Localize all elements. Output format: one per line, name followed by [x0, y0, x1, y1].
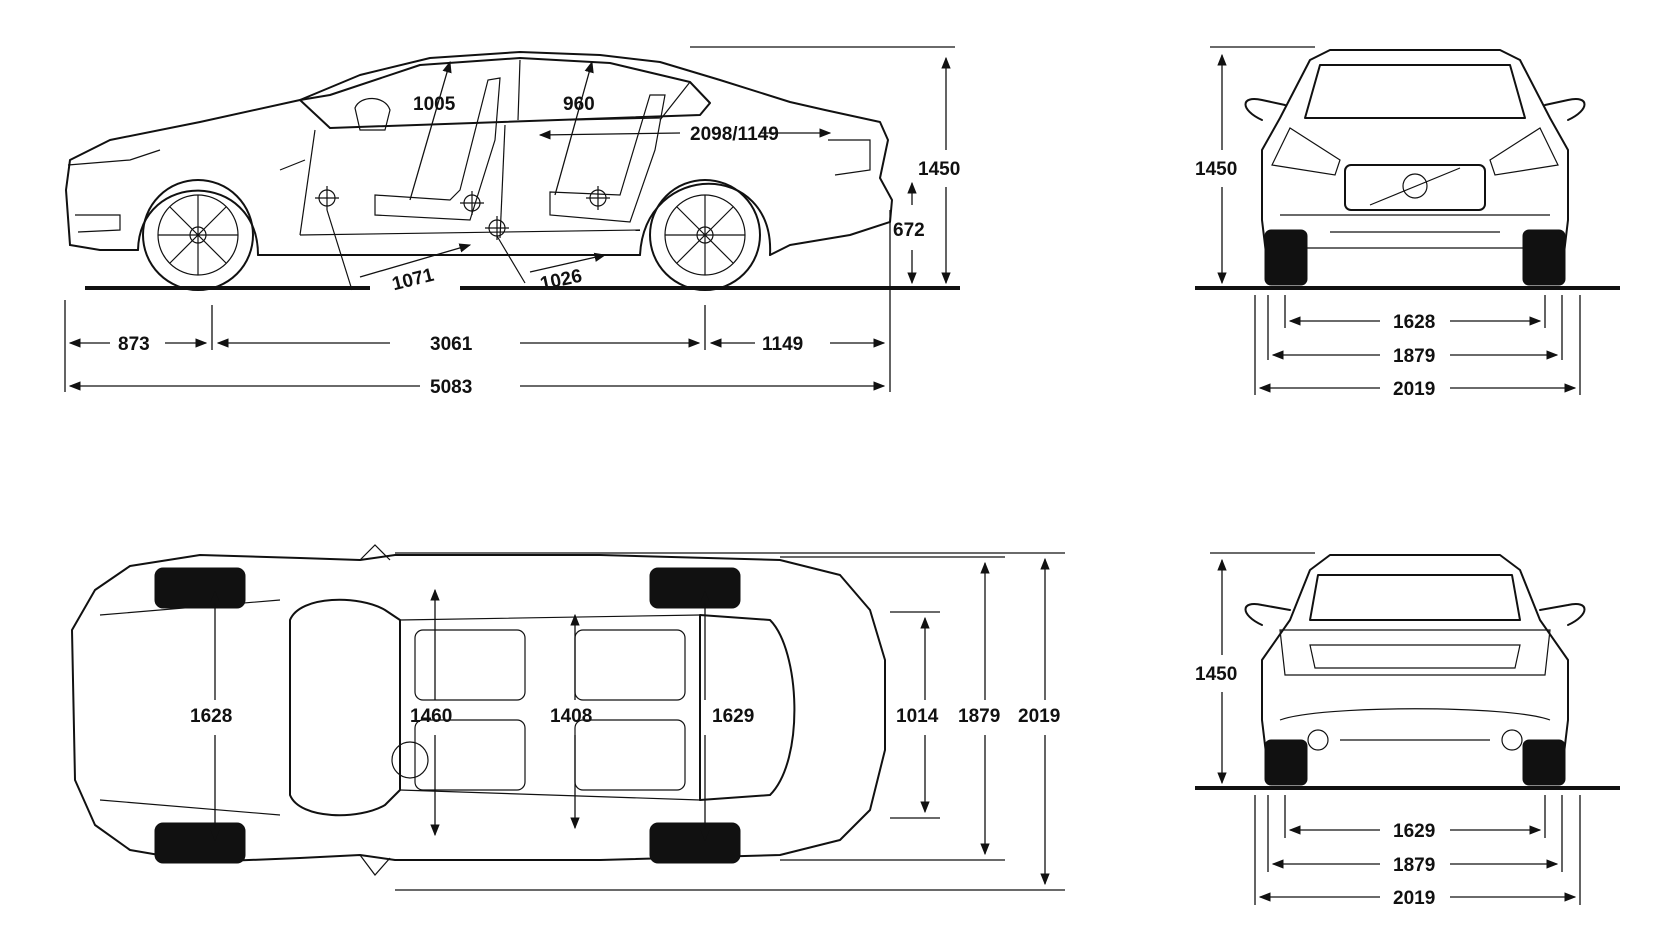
rear-dim-height: 1450 — [1195, 664, 1237, 685]
front-dim-width-mirrors: 2019 — [1393, 379, 1435, 400]
top-rear-right-tyre — [649, 822, 741, 864]
rear-right-tyre — [1522, 739, 1566, 786]
side-car-outline — [65, 51, 893, 256]
front-dim-track: 1628 — [1393, 312, 1435, 333]
exhaust-left — [1307, 729, 1329, 751]
dim-head-front: 1005 — [413, 94, 456, 115]
top-seats — [391, 629, 686, 791]
top-rear-left-tyre — [649, 567, 741, 609]
rear-dim-width: 1879 — [1393, 855, 1435, 876]
top-dim-track-front: 1628 — [190, 706, 232, 727]
top-car-outline — [71, 544, 886, 876]
rear-car-outline — [1244, 554, 1586, 771]
front-dim-height: 1450 — [1195, 159, 1237, 180]
top-dim-width-mirrors: 2019 — [1018, 706, 1060, 727]
dim-arrow — [409, 60, 452, 201]
dim-arrow — [529, 252, 607, 273]
dim-wheelbase: 3061 — [430, 334, 473, 355]
exhaust-right — [1501, 729, 1523, 751]
top-dim-shoulder-rear: 1408 — [550, 706, 592, 727]
dim-arrow — [538, 130, 681, 140]
top-dim-track-rear: 1629 — [712, 706, 754, 727]
top-dim-shoulder-front: 1460 — [410, 706, 452, 727]
dim-legroom-front: 1071 — [390, 265, 437, 296]
top-front-left-tyre — [154, 567, 246, 609]
dim-head-rear: 960 — [563, 94, 595, 115]
front-right-tyre — [1522, 229, 1566, 286]
front-view: 1450 1628 1879 2019 — [1195, 46, 1620, 400]
top-dim-width: 1879 — [958, 706, 1000, 727]
dim-arrow — [359, 243, 472, 278]
dim-height: 1450 — [918, 159, 960, 180]
dim-boot: 2098/1149 — [690, 124, 779, 145]
dim-length: 5083 — [430, 377, 472, 398]
side-rear-wheel — [649, 179, 761, 291]
dim-overhang-front: 873 — [118, 334, 150, 355]
top-dim-boot-width: 1014 — [896, 706, 939, 727]
side-seats — [354, 77, 666, 223]
rear-dim-track: 1629 — [1393, 821, 1435, 842]
rear-view: 1450 1629 1879 2019 — [1195, 552, 1620, 909]
side-reference-points — [315, 186, 610, 240]
top-view: 1628 1460 1408 1629 1014 1879 2019 — [71, 544, 1065, 891]
dim-arrow — [554, 60, 594, 196]
dim-legroom-rear: 1026 — [538, 266, 584, 295]
front-car-outline — [1244, 49, 1586, 271]
side-front-wheel — [142, 179, 254, 291]
front-grille — [1344, 164, 1486, 211]
front-left-tyre — [1264, 229, 1308, 286]
top-front-right-tyre — [154, 822, 246, 864]
dim-ground-clearance: 672 — [893, 220, 925, 241]
front-dim-width: 1879 — [1393, 346, 1435, 367]
side-view: 1005 960 2098/1149 1450 672 1071 1026 87… — [64, 46, 960, 398]
rear-left-tyre — [1264, 739, 1308, 786]
rear-dim-width-mirrors: 2019 — [1393, 888, 1435, 909]
dim-overhang-rear: 1149 — [762, 334, 803, 355]
steering-wheel — [391, 741, 429, 779]
